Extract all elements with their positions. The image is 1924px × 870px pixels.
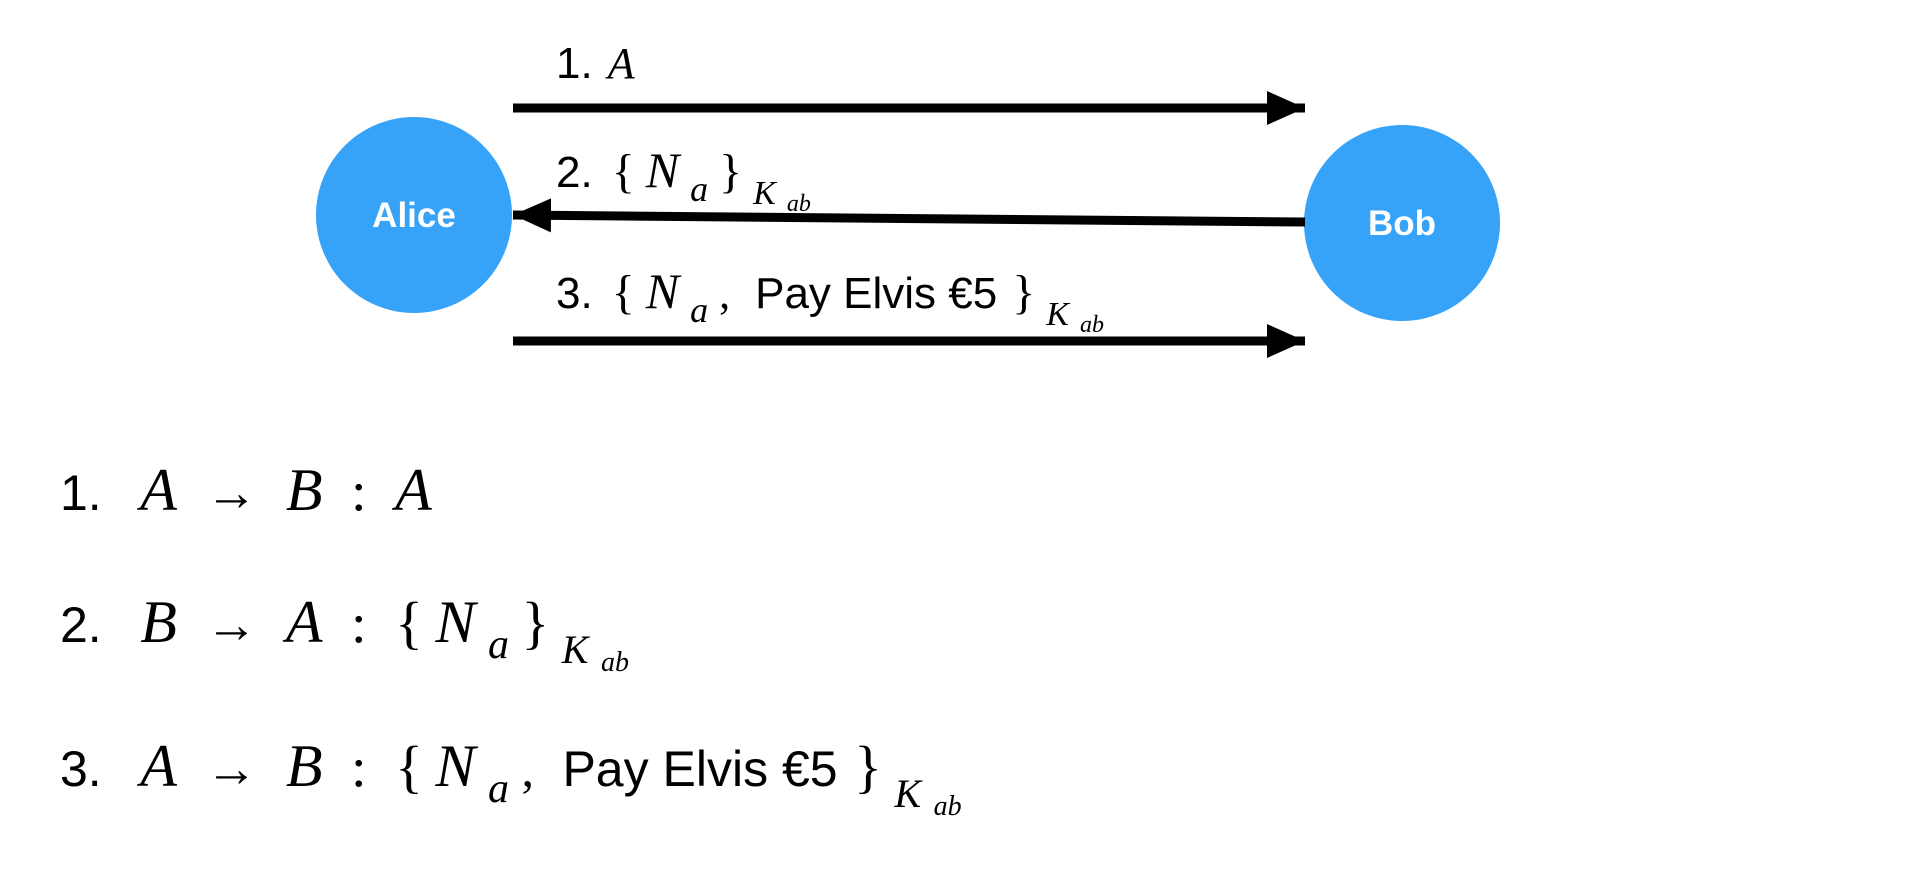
bob-node: Bob (1304, 125, 1500, 321)
bob-circle (1304, 125, 1500, 321)
alice-node: Alice (316, 117, 512, 313)
message-2-arrow (512, 198, 1306, 233)
arrow-label-2: 2. { N a } K ab (556, 142, 811, 217)
protocol-step-1: 1. A → B : A (60, 457, 432, 523)
alice-label: Alice (372, 196, 456, 235)
arrow-label-1: 1. A (556, 39, 636, 88)
protocol-step-3: 3. A → B : { N a , Pay Elvis €5 } K ab (60, 733, 962, 822)
alice-circle (316, 117, 512, 313)
bob-label: Bob (1368, 204, 1436, 243)
arrow-label-3: 3. { N a , Pay Elvis €5 } K ab (556, 263, 1104, 338)
protocol-step-2: 2. B → A : { N a } K ab (60, 589, 629, 678)
